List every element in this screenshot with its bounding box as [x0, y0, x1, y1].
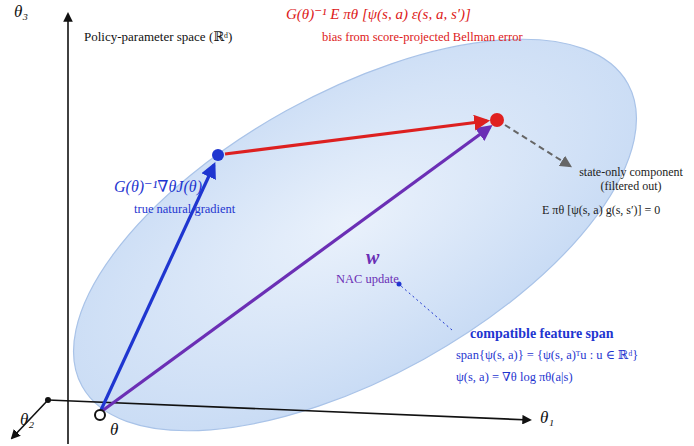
point-label: θ: [110, 420, 118, 440]
axis-label: θ₂: [20, 410, 34, 430]
update-symbol: w: [366, 246, 379, 269]
feature-span-ellipse: [13, 0, 694, 446]
filtered-component-arrow: [505, 125, 570, 166]
score-definition: ψ(s, a) = ∇θ log πθ(a|s): [456, 370, 573, 384]
span-leader: [401, 286, 452, 330]
span-title: compatible feature span: [470, 326, 614, 342]
theta2-axis: [12, 400, 48, 438]
nac-update-point: [490, 113, 504, 127]
axis-label: θ₁: [540, 408, 554, 428]
axis-label: θ₃: [14, 2, 28, 22]
filtered-note: state-only component (filtered out): [572, 166, 690, 194]
space-title: Policy-parameter space (ℝᵈ): [84, 30, 232, 45]
theta1-axis: [48, 400, 530, 420]
natural-gradient-point: [212, 149, 224, 161]
theta3-axis: [67, 14, 69, 444]
update-caption: NAC update: [336, 272, 399, 286]
bias-formula: G(θ)⁻¹ E πθ [ψ(s, a) ε(s, a, s′)]: [286, 6, 471, 23]
bias-caption: bias from score-projected Bellman error: [322, 30, 523, 44]
span-definition: span{ψ(s, a)} = {ψ(s, a)ᵀu : u ∈ ℝᵈ}: [456, 348, 638, 362]
gradient-formula: G(θ)⁻¹∇θJ(θ): [114, 178, 202, 196]
bias-arrow: [225, 121, 487, 154]
nac-update-arrow: [102, 127, 490, 411]
gradient-caption: true natural gradient: [134, 202, 235, 216]
natural-gradient-arrow: [101, 165, 214, 410]
filtered-formula: E πθ [ψ(s, a) g(s, s′)] = 0: [542, 204, 660, 218]
axes-origin: [45, 397, 51, 403]
theta-point: [95, 410, 105, 420]
